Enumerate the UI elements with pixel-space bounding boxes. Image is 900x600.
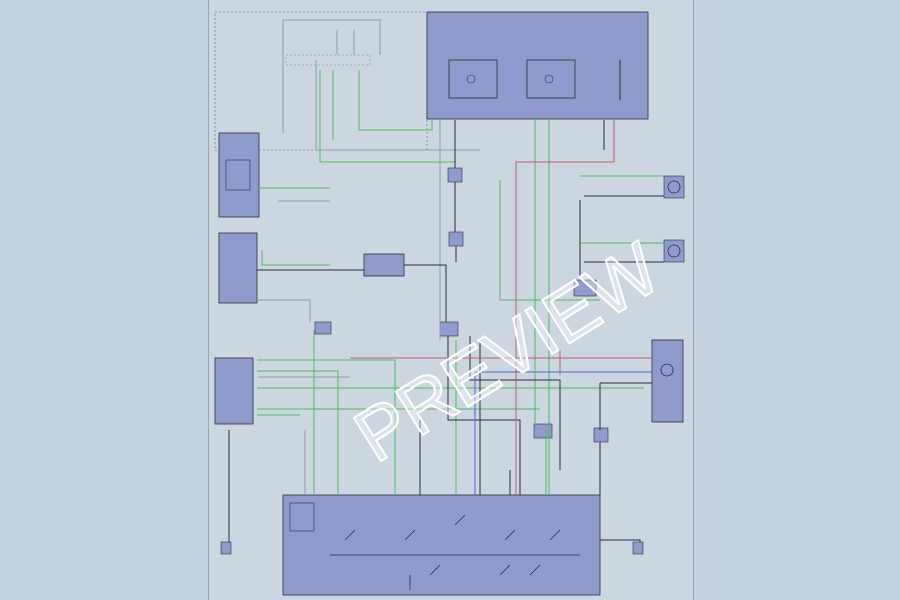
connector-c5 [533, 423, 553, 439]
relay-module [426, 11, 649, 120]
window-switch-module [218, 232, 258, 304]
motor-middle [667, 244, 681, 258]
connector-c1 [447, 167, 463, 183]
relay-left-coil [466, 74, 476, 84]
wires-red [350, 120, 652, 495]
connector-c6 [593, 427, 609, 443]
motor-top-housing [663, 175, 685, 199]
door-switch [363, 253, 405, 277]
window-switch-right [573, 279, 597, 297]
relay-left [448, 59, 498, 99]
wires-gray [258, 19, 480, 495]
wires-blue [474, 371, 652, 495]
body-control-module [214, 357, 254, 425]
fuse-box-outline [214, 11, 428, 151]
connector-c3 [439, 321, 459, 337]
door-module-right [651, 339, 684, 423]
motor-right [660, 363, 674, 377]
master-window-switch [282, 494, 601, 596]
wires-dark [228, 60, 664, 542]
switch-section-left [289, 502, 315, 532]
ground-right [632, 541, 644, 555]
ground-left [220, 541, 232, 555]
relay-right [526, 59, 576, 99]
relay-contact-box [225, 159, 251, 191]
switch-contacts [330, 514, 580, 590]
underhood-fuse-outline [285, 54, 371, 66]
relay-right-coil [544, 74, 554, 84]
power-window-relay [218, 132, 260, 218]
connector-c4 [314, 321, 332, 335]
connector-c2 [448, 231, 464, 247]
motor-middle-housing [663, 239, 685, 263]
motor-top [667, 180, 681, 194]
